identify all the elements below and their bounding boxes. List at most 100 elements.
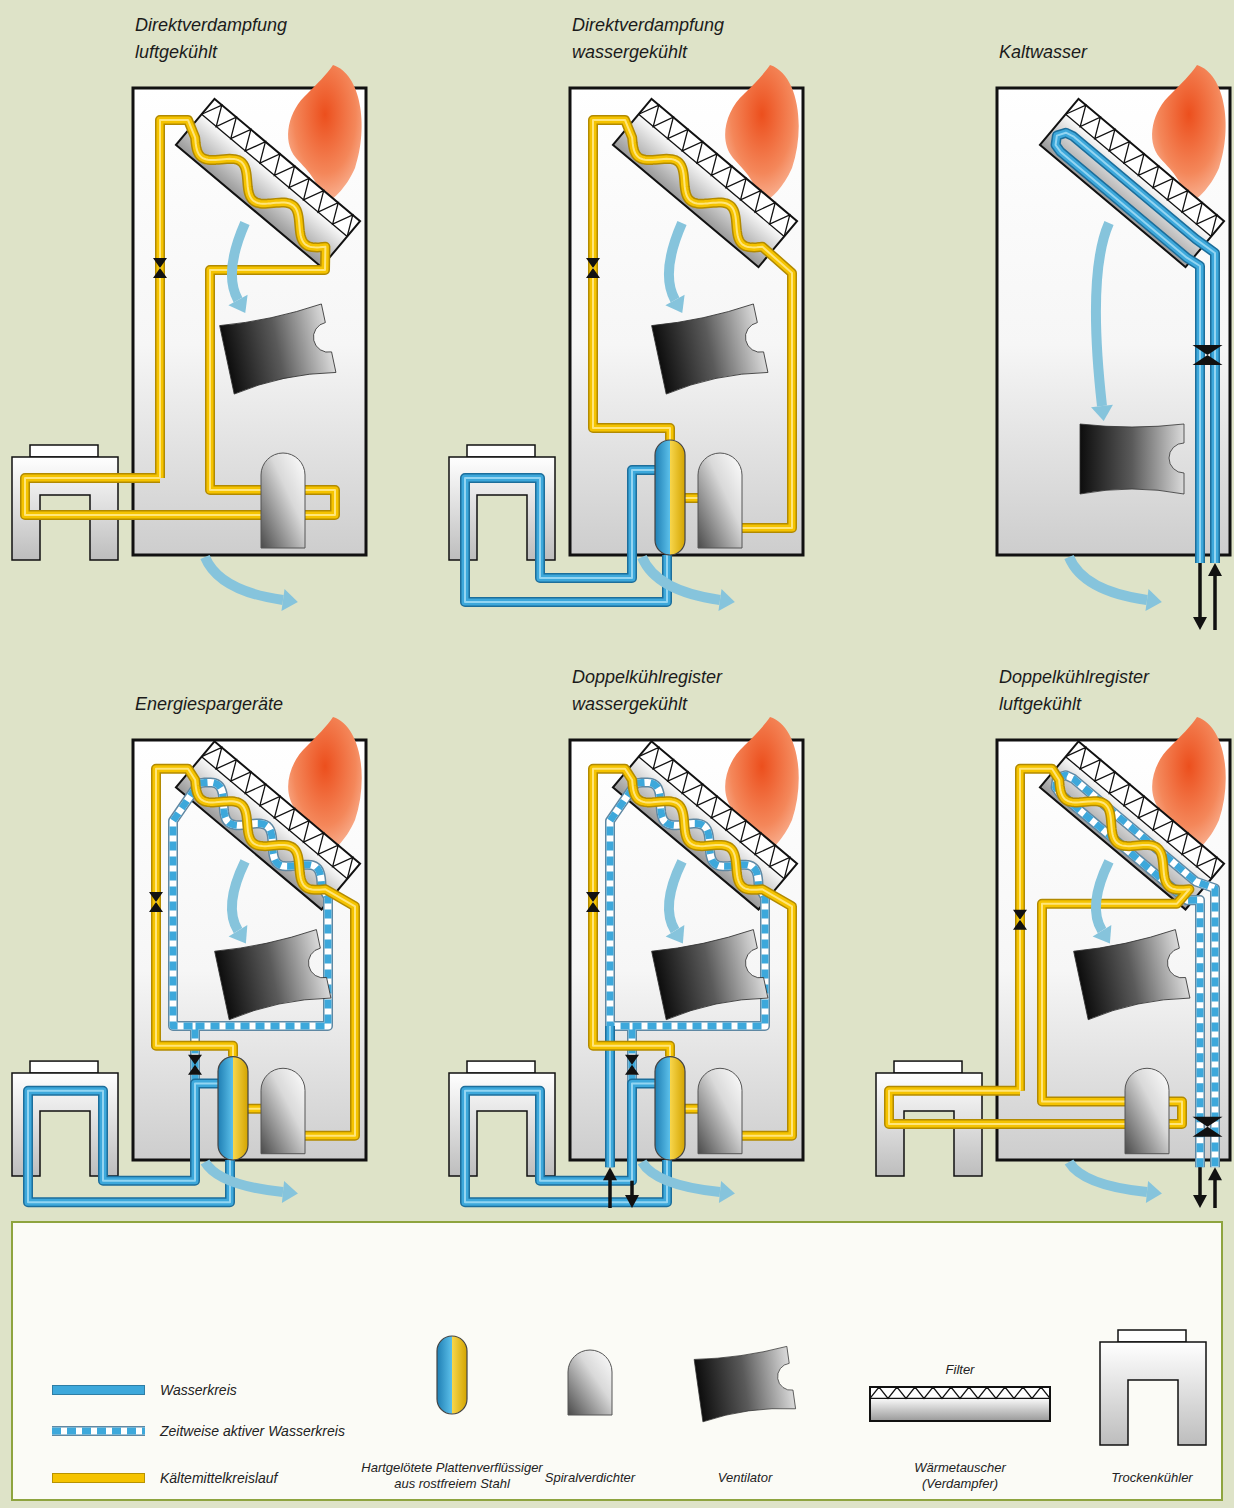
legend-entry: Ventilator <box>675 1470 815 1486</box>
air-flow-arrow <box>1093 861 1112 943</box>
cabinet-unit: Direktverdampfung wassergekühlt <box>570 88 803 555</box>
title-slot: Doppelkühlregister wassergekühlt <box>572 664 787 718</box>
panel-title: Doppelkühlregister luftgekühlt <box>999 664 1214 718</box>
fan-symbol <box>1080 424 1184 494</box>
plate-condenser <box>437 1336 467 1414</box>
pipe-fill <box>28 1084 230 1203</box>
legend-label: Kältemittelkreislauf <box>160 1470 278 1487</box>
legend-entry: Wasserkreis <box>160 1382 237 1399</box>
water-pipe <box>465 470 667 602</box>
title-slot: Energiespargeräte <box>135 691 350 718</box>
legend-entry: Hartgelötete Plattenverflüssiger aus ros… <box>355 1460 550 1492</box>
valve-symbol <box>153 258 167 278</box>
flow-arrow-stem <box>1213 573 1217 630</box>
air-flow-stem <box>642 1162 720 1192</box>
air-flow-arrow <box>205 557 298 611</box>
plate-condenser <box>655 1057 685 1160</box>
legend-frame <box>12 1222 1222 1500</box>
legend-label: Filter <box>910 1362 1010 1378</box>
unit-illustration <box>876 717 1230 1208</box>
cabinet-unit: Doppelkühlregister luftgekühlt <box>997 740 1230 1160</box>
pipe-outline <box>1056 775 1215 1167</box>
cabinet-unit: Doppelkühlregister wassergekühlt <box>570 740 803 1160</box>
title-slot: Direktverdampfung luftgekühlt <box>135 12 350 66</box>
water-pipe <box>28 1084 230 1203</box>
panel-title: Direktverdampfung luftgekühlt <box>135 12 350 66</box>
air-flow-arrow <box>228 223 247 313</box>
air-flow-arrow <box>229 861 248 943</box>
cabinet-unit: Energiespargeräte <box>133 740 366 1160</box>
valve-symbol <box>625 1055 639 1075</box>
pipe-outline <box>52 1426 145 1436</box>
plate-condenser <box>655 440 685 555</box>
pipe-outline <box>593 120 792 528</box>
legend-samples <box>52 1330 1206 1445</box>
pipe-shine <box>28 1084 230 1203</box>
air-flow-stem <box>1069 1162 1147 1192</box>
exchanger-frame <box>176 99 360 267</box>
pipe-fill <box>593 769 792 1136</box>
unit-illustration <box>997 65 1230 630</box>
condenser-refrigerant-side <box>670 1057 685 1160</box>
filter-zigzag <box>1066 741 1224 878</box>
air-flow-arrow <box>642 1162 735 1203</box>
air-flow-stem <box>1096 861 1109 930</box>
scroll-compressor <box>1125 1068 1169 1153</box>
exchanger-frame <box>613 99 797 267</box>
valve-symbol <box>149 892 163 912</box>
dry-cooler-cap <box>30 445 98 457</box>
condenser-refrigerant-side <box>452 1336 467 1414</box>
fan-symbol <box>694 1346 795 1421</box>
pipe-outline <box>593 769 792 1136</box>
water-pipe <box>1056 133 1215 563</box>
valve-symbol <box>1193 1117 1223 1137</box>
dry-cooler <box>1100 1330 1206 1445</box>
valve-symbol <box>1013 910 1027 930</box>
air-flow-head <box>229 925 248 944</box>
pipe-fill <box>1056 133 1215 563</box>
pipe-outline <box>465 470 667 602</box>
air-flow-arrow <box>1069 557 1162 611</box>
flow-arrow-stem <box>1213 1177 1217 1208</box>
air-flow-head <box>666 925 685 944</box>
dry-cooler-cap <box>467 1061 535 1073</box>
legend-label: Zeitweise aktiver Wasserkreis <box>160 1423 345 1440</box>
flow-arrow-stem <box>1198 1167 1202 1198</box>
condenser-outline <box>437 1336 467 1414</box>
filter-edge <box>202 114 348 236</box>
legend-label: Hartgelötete Plattenverflüssiger aus ros… <box>355 1460 550 1492</box>
legend-entry: Filter <box>910 1362 1010 1378</box>
legend-entry: Trockenkühler <box>1082 1470 1222 1486</box>
air-flow-head <box>1145 589 1161 611</box>
air-flow-arrow <box>666 861 685 943</box>
refrigerant-pipe <box>593 120 792 528</box>
condenser-refrigerant-side <box>670 440 685 555</box>
pipe-fill <box>52 1428 145 1435</box>
scroll-compressor <box>261 1068 305 1153</box>
scroll-compressor <box>698 453 742 548</box>
air-flow-head <box>1093 925 1112 944</box>
flow-arrow <box>1193 563 1207 630</box>
filter-edge <box>870 1398 1050 1399</box>
filter-band <box>870 1387 1050 1398</box>
air-flow-head <box>1091 405 1113 421</box>
pipe-shine <box>1056 133 1215 563</box>
condenser-outline <box>655 440 685 555</box>
filter-band <box>202 99 360 236</box>
title-slot: Kaltwasser <box>999 39 1214 66</box>
heat-exchanger <box>613 99 797 267</box>
air-flow-head <box>719 1181 735 1203</box>
title-slot: Doppelkühlregister luftgekühlt <box>999 664 1214 718</box>
filter-zigzag <box>1066 99 1224 236</box>
pipe-shine <box>465 1084 667 1203</box>
legend-label: Spiralverdichter <box>510 1470 670 1486</box>
filter-band <box>1066 99 1224 236</box>
cabinet-unit: Kaltwasser <box>997 88 1230 555</box>
air-flow-head <box>282 1181 298 1203</box>
flow-arrow-stem <box>1198 563 1202 620</box>
flow-arrow-head <box>1193 617 1207 630</box>
pipe-shine <box>593 120 792 528</box>
filter-band <box>639 99 797 236</box>
